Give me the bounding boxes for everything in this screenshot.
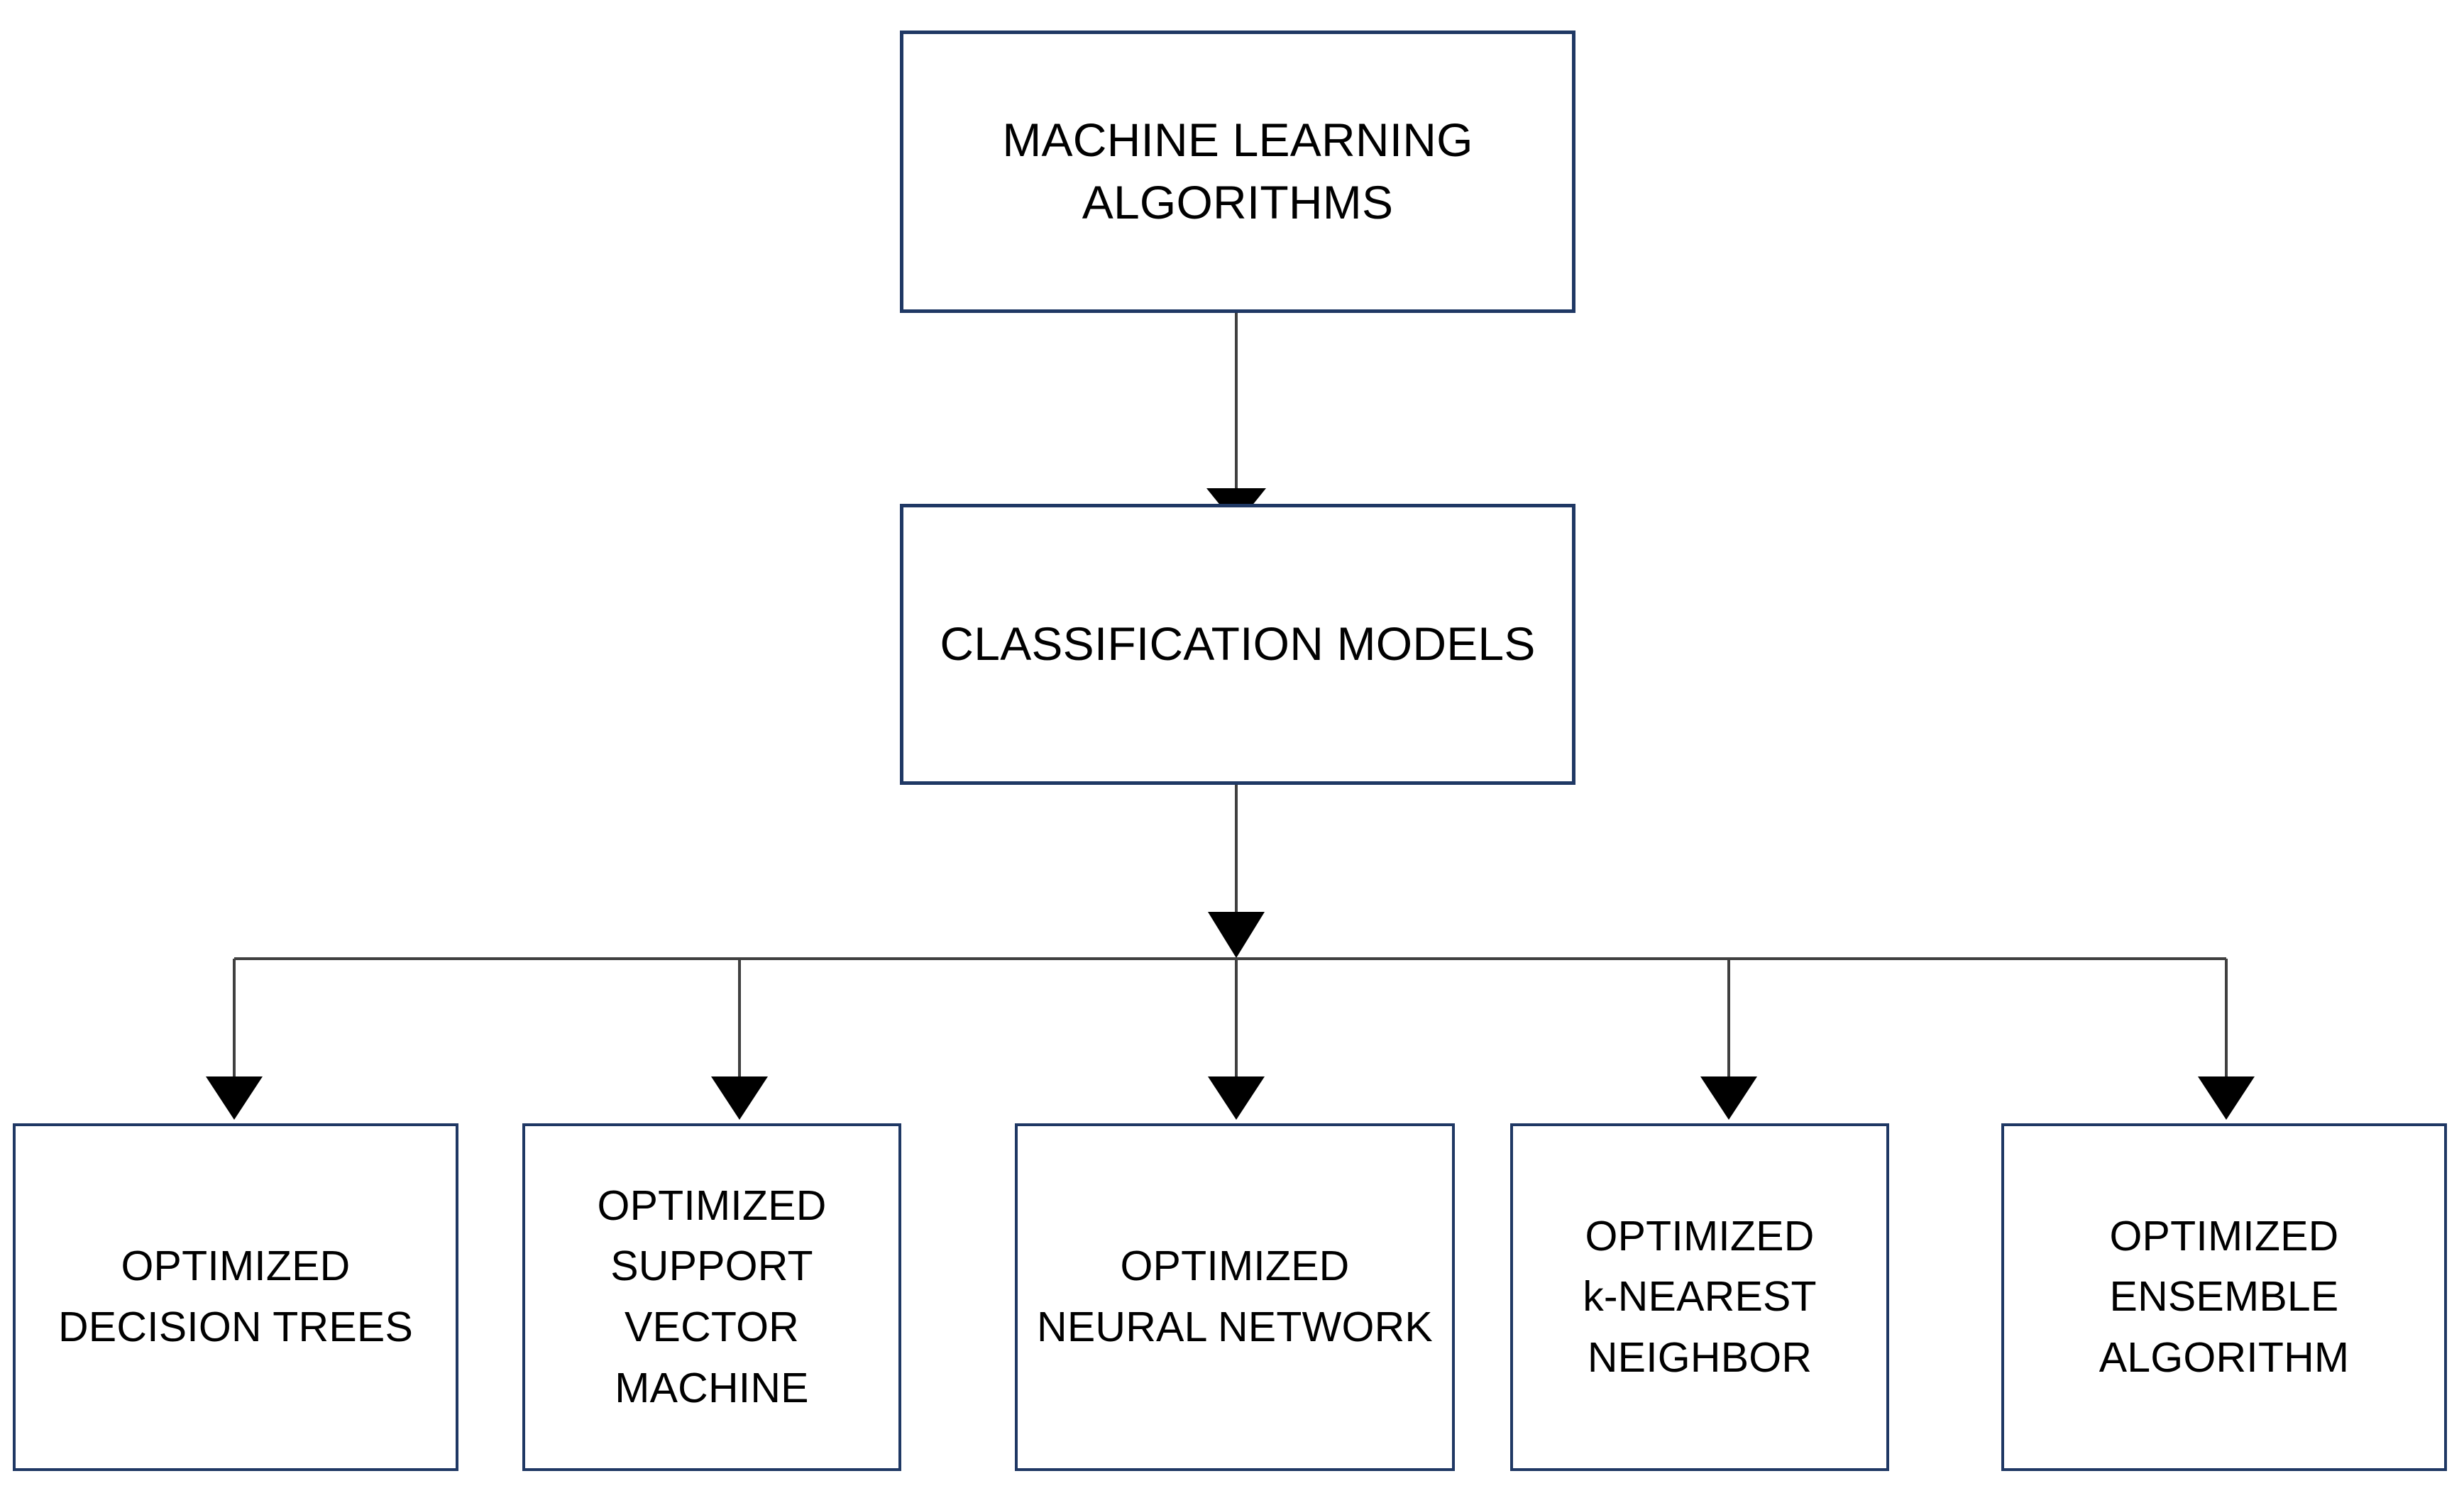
node-label: OPTIMIZED ENSEMBLE ALGORITHM xyxy=(2099,1212,2350,1381)
node-optimized-support-vector-machine[interactable]: OPTIMIZED SUPPORT VECTOR MACHINE xyxy=(522,1123,901,1471)
node-label: OPTIMIZED SUPPORT VECTOR MACHINE xyxy=(597,1182,827,1411)
edge-bus-to-leaf-1 xyxy=(711,959,768,1120)
node-label: OPTIMIZED k-NEAREST NEIGHBOR xyxy=(1583,1212,1817,1381)
node-label: CLASSIFICATION MODELS xyxy=(940,617,1536,671)
edge-bus-to-leaf-0 xyxy=(206,959,263,1120)
node-optimized-k-nearest-neighbor[interactable]: OPTIMIZED k-NEAREST NEIGHBOR xyxy=(1510,1123,1889,1471)
edge-bus-to-leaf-2 xyxy=(1208,959,1265,1120)
edge-classification-to-bus xyxy=(1208,785,1265,958)
node-label: OPTIMIZED DECISION TREES xyxy=(57,1243,414,1350)
edge-bus-to-leaf-4 xyxy=(2198,959,2255,1120)
node-optimized-ensemble-algorithm[interactable]: OPTIMIZED ENSEMBLE ALGORITHM xyxy=(2001,1123,2447,1471)
node-classification-models[interactable]: CLASSIFICATION MODELS xyxy=(900,504,1575,785)
edge-bus-to-leaf-3 xyxy=(1700,959,1757,1120)
node-label: OPTIMIZED NEURAL NETWORK xyxy=(1037,1243,1433,1350)
node-optimized-decision-trees[interactable]: OPTIMIZED DECISION TREES xyxy=(13,1123,458,1471)
node-optimized-neural-network[interactable]: OPTIMIZED NEURAL NETWORK xyxy=(1015,1123,1455,1471)
node-machine-learning-algorithms[interactable]: MACHINE LEARNING ALGORITHMS xyxy=(900,31,1575,313)
edge-root-to-classification xyxy=(1206,313,1266,525)
node-label: MACHINE LEARNING ALGORITHMS xyxy=(1002,114,1473,228)
